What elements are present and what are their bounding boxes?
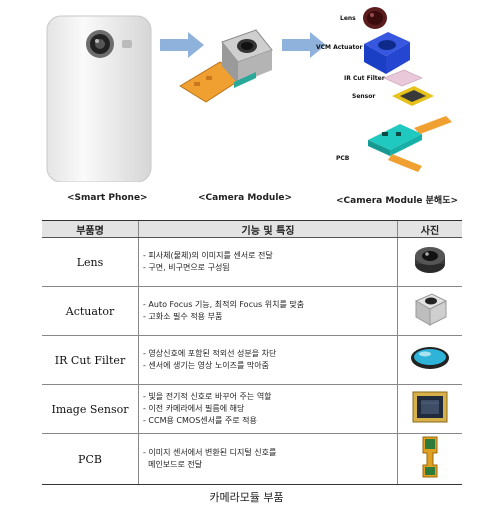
header-part-name: 부품명 bbox=[42, 220, 139, 238]
table-row: Lens - 피사체(물체)의 이미지를 센서로 전달 - 구면, 비구면으로 … bbox=[42, 237, 462, 287]
figure-caption: 카메라모듈 부품 bbox=[209, 491, 284, 504]
part-name: PCB bbox=[42, 433, 139, 485]
caption-exploded-view: <Camera Module 분해도> bbox=[336, 196, 459, 206]
smart-phone-image bbox=[46, 15, 152, 182]
part-features: - 빛을 전기적 신호로 바꾸어 주는 역할 - 이전 카메라에서 필름에 해당… bbox=[138, 384, 398, 434]
feature-line: - CCM용 CMOS센서를 주로 적용 bbox=[143, 416, 257, 425]
pcb-photo-icon bbox=[422, 436, 438, 478]
feature-line: - 영상신호에 포함된 적외선 성분을 차단 bbox=[143, 349, 277, 358]
feature-line: - 이미지 센서에서 변환된 디지털 신호를 bbox=[143, 448, 277, 457]
table-row: PCB - 이미지 센서에서 변환된 디지털 신호를 메인보드로 전달 bbox=[42, 433, 462, 485]
arrow-right-icon bbox=[282, 32, 326, 58]
table-row: IR Cut Filter - 영상신호에 포함된 적외선 성분을 차단 - 센… bbox=[42, 335, 462, 385]
feature-line: - 빛을 전기적 신호로 바꾸어 주는 역할 bbox=[143, 392, 272, 401]
part-features: - 이미지 센서에서 변환된 디지털 신호를 메인보드로 전달 bbox=[138, 433, 398, 485]
part-features: - 피사체(물체)의 이미지를 센서로 전달 - 구면, 비구면으로 구성됨 bbox=[138, 237, 398, 287]
part-features: - Auto Focus 기능, 최적의 Focus 위치를 맞춤 - 고화소 … bbox=[138, 286, 398, 336]
label-pcb: PCB bbox=[336, 155, 350, 162]
arrow-right-icon bbox=[160, 32, 204, 58]
header-photo: 사진 bbox=[397, 220, 462, 238]
feature-line: - 고화소 필수 적용 부품 bbox=[143, 312, 223, 321]
exploded-view-image bbox=[363, 7, 452, 172]
part-photo bbox=[397, 237, 462, 287]
image-sensor-photo-icon bbox=[412, 391, 448, 423]
part-photo bbox=[397, 286, 462, 336]
part-name: IR Cut Filter bbox=[42, 335, 139, 385]
caption-smart-phone: <Smart Phone> bbox=[67, 193, 148, 203]
label-sensor: Sensor bbox=[352, 93, 376, 100]
part-photo bbox=[397, 384, 462, 434]
feature-line: - 이전 카메라에서 필름에 해당 bbox=[143, 404, 245, 413]
feature-line: - 피사체(물체)의 이미지를 센서로 전달 bbox=[143, 251, 273, 260]
part-name: Image Sensor bbox=[42, 384, 139, 434]
parts-table: 부품명 기능 및 특징 사진 Lens - 피사체(물체)의 이미지를 센서로 … bbox=[42, 220, 462, 485]
label-ir-cut-filter: IR Cut Filter bbox=[344, 75, 385, 82]
actuator-photo-icon bbox=[414, 293, 448, 326]
header-function: 기능 및 특징 bbox=[138, 220, 398, 238]
feature-line: 메인보드로 전달 bbox=[143, 460, 203, 469]
feature-line: - 센서에 생기는 영상 노이즈를 막아줌 bbox=[143, 361, 270, 370]
lens-photo-icon bbox=[415, 247, 445, 273]
label-lens: Lens bbox=[340, 15, 356, 22]
ir-filter-photo-icon bbox=[411, 347, 449, 369]
camera-module-image bbox=[179, 29, 273, 103]
feature-line: - Auto Focus 기능, 최적의 Focus 위치를 맞춤 bbox=[143, 300, 305, 309]
feature-line: - 구면, 비구면으로 구성됨 bbox=[143, 263, 230, 272]
table-header-row: 부품명 기능 및 특징 사진 bbox=[42, 220, 462, 238]
part-photo bbox=[397, 335, 462, 385]
caption-camera-module: <Camera Module> bbox=[198, 193, 293, 203]
part-name: Actuator bbox=[42, 286, 139, 336]
label-vcm-actuator: VCM Actuator bbox=[316, 44, 363, 51]
table-row: Actuator - Auto Focus 기능, 최적의 Focus 위치를 … bbox=[42, 286, 462, 336]
table-row: Image Sensor - 빛을 전기적 신호로 바꾸어 주는 역할 - 이전… bbox=[42, 384, 462, 434]
part-features: - 영상신호에 포함된 적외선 성분을 차단 - 센서에 생기는 영상 노이즈를… bbox=[138, 335, 398, 385]
part-photo bbox=[397, 433, 462, 485]
part-name: Lens bbox=[42, 237, 139, 287]
